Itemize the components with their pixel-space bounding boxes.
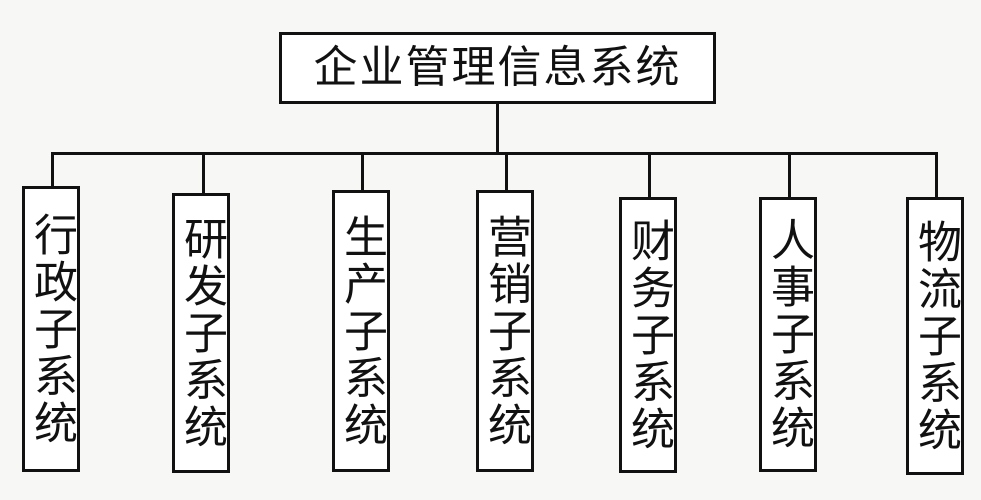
child-node-label: 研发子系统 [176, 215, 227, 451]
root-node: 企业管理信息系统 [279, 32, 716, 104]
child-node-rnd: 研发子系统 [172, 193, 230, 473]
child-node-logistics: 物流子系统 [906, 197, 964, 475]
child-stem-line [361, 152, 364, 192]
child-stem-line [935, 152, 938, 199]
root-stem-line [496, 104, 499, 154]
horizontal-bus-line [51, 152, 938, 155]
child-node-label: 财务子系统 [623, 217, 674, 453]
child-node-label: 人事子系统 [763, 217, 814, 452]
child-node-label: 营销子系统 [480, 213, 531, 449]
child-node-label: 物流子系统 [910, 218, 961, 454]
child-node-label: 生产子系统 [336, 213, 387, 449]
child-node-production: 生产子系统 [332, 190, 390, 472]
root-node-label: 企业管理信息系统 [313, 42, 682, 93]
child-node-admin: 行政子系统 [22, 186, 80, 472]
child-stem-line [202, 152, 205, 195]
child-node-marketing: 营销子系统 [476, 190, 534, 472]
child-stem-line [51, 152, 54, 188]
child-node-finance: 财务子系统 [619, 197, 677, 473]
child-stem-line [788, 152, 791, 199]
child-stem-line [505, 152, 508, 192]
child-node-label: 行政子系统 [26, 211, 77, 447]
child-stem-line [648, 152, 651, 199]
child-node-hr: 人事子系统 [759, 197, 817, 472]
